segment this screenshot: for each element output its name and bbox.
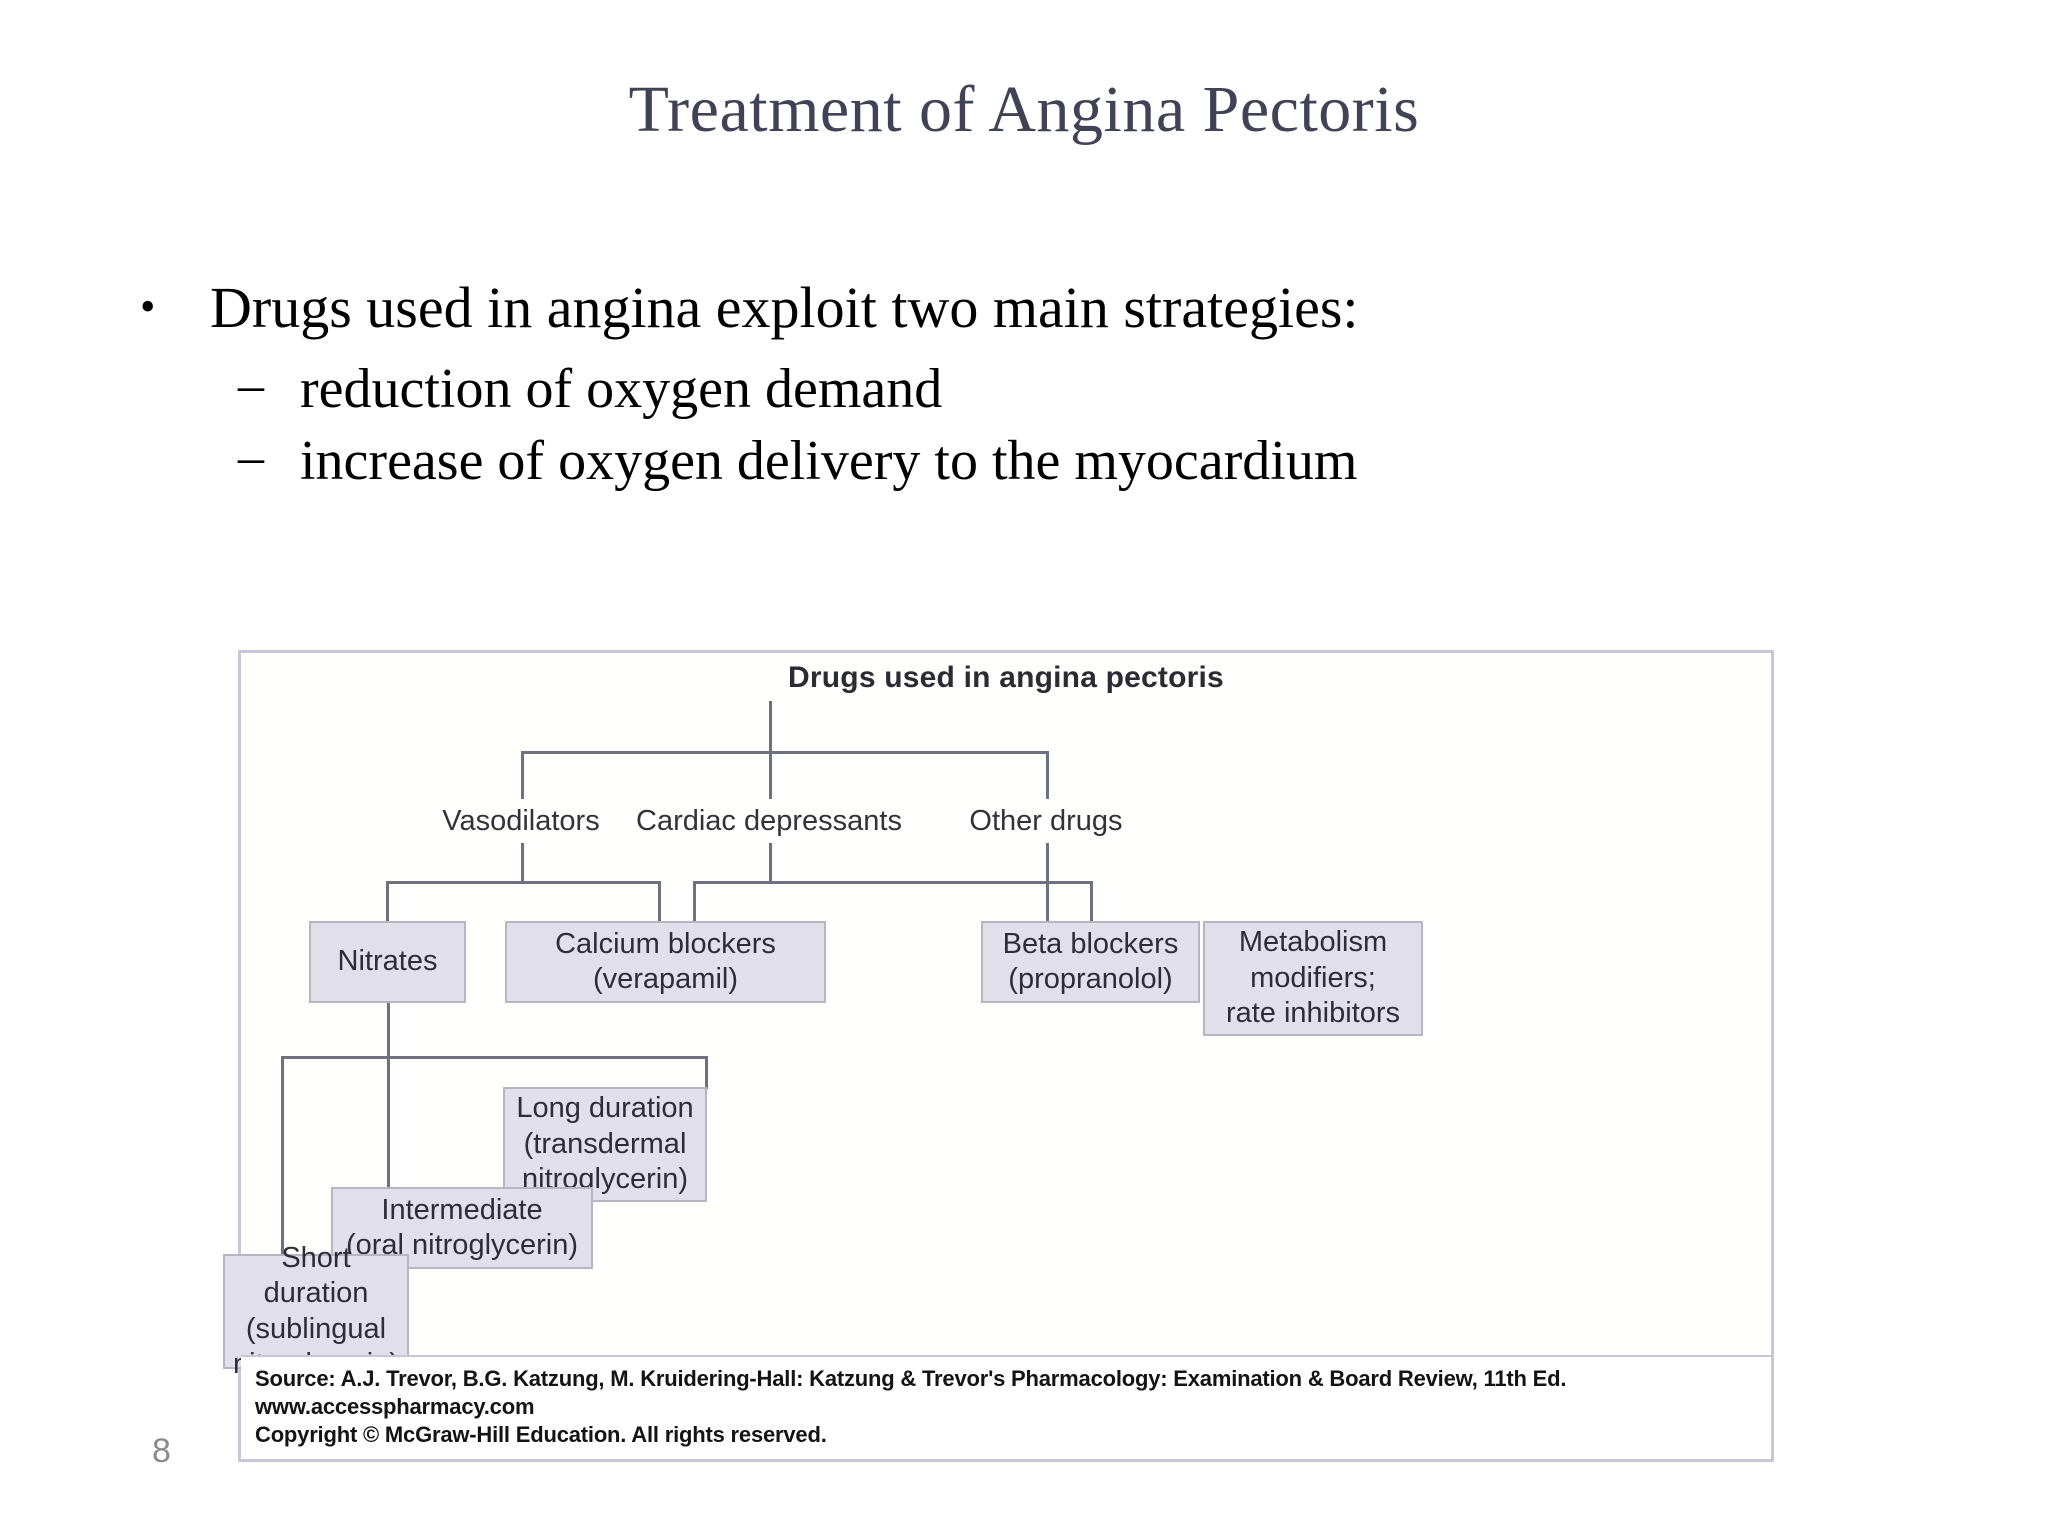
connector-to-long-duration [705,1056,708,1089]
bullet-list: • Drugs used in angina exploit two main … [120,275,1920,504]
tier2-label-cardiac-depressants: Cardiac depressants [636,805,902,837]
figure-source-credit: Source: A.J. Trevor, B.G. Katzung, M. Kr… [241,1354,1771,1459]
source-line-1: Source: A.J. Trevor, B.G. Katzung, M. Kr… [255,1365,1567,1391]
figure-heading: Drugs used in angina pectoris [788,661,1224,694]
connector-cardiac-stem [769,843,772,883]
node-box-metabolism-modifiers: Metabolism modifiers; rate inhibitors [1203,921,1423,1036]
bullet-item-1-text: Drugs used in angina exploit two main st… [210,275,1359,340]
connector-root-bus [521,751,1049,754]
bullet-item-2: – reduction of oxygen demand [120,356,1920,420]
node-box-long-duration: Long duration (transdermal nitroglycerin… [503,1087,707,1202]
connector-to-calcium-blockers [658,881,661,921]
bullet-item-3: – increase of oxygen delivery to the myo… [120,429,1920,493]
connector-to-nitrates [386,881,389,921]
connector-to-intermediate [387,1056,390,1189]
node-box-metabolism-modifiers-label: Metabolism modifiers; rate inhibitors [1225,926,1401,1030]
node-box-long-duration-label: Long duration (transdermal nitroglycerin… [516,1092,694,1196]
connector-to-other-drugs [1046,751,1049,799]
bullet-item-1: • Drugs used in angina exploit two main … [120,275,1920,340]
node-box-beta-blockers: Beta blockers (propranolol) [981,921,1200,1003]
node-box-nitrates-label: Nitrates [337,945,438,978]
connector-root-stem [769,701,772,753]
node-box-short-duration: Short duration (sublingual nitroglycerin… [223,1242,409,1380]
connector-to-beta-blockers [1090,881,1093,921]
connector-to-calcium-blockers-right [693,881,696,921]
dash-marker-icon: – [238,356,264,414]
connector-vasodilators-bus [386,881,661,884]
connector-vasodilators-stem [521,843,524,883]
connector-to-vasodilators [521,751,524,799]
bullet-item-3-text: increase of oxygen delivery to the myoca… [300,430,1358,493]
tier2-label-vasodilators: Vasodilators [442,805,600,837]
connector-nitrates-bus [281,1056,708,1059]
source-line-2: www.accesspharmacy.com [255,1393,535,1419]
node-box-calcium-blockers: Calcium blockers (verapamil) [505,921,826,1003]
connector-nitrates-stem [387,1003,390,1058]
source-line-3: Copyright © McGraw-Hill Education. All r… [255,1421,827,1447]
page-title: Treatment of Angina Pectoris [628,73,1420,146]
tier2-label-other-drugs: Other drugs [969,805,1123,837]
bullet-marker-icon: • [140,282,156,331]
node-box-calcium-blockers-label: Calcium blockers (verapamil) [555,927,776,995]
connector-other-drugs-stem [1046,843,1049,921]
connector-to-short-duration [281,1056,284,1256]
dash-marker-icon: – [238,429,264,487]
bullet-item-2-text: reduction of oxygen demand [300,357,943,420]
slide-page-number: 8 [152,1432,171,1470]
connector-to-cardiac-depressants [769,751,772,799]
node-box-nitrates: Nitrates [309,921,466,1003]
connector-cardiac-bus [693,881,1093,884]
node-box-beta-blockers-label: Beta blockers (propranolol) [1002,927,1179,995]
figure-drugs-used-in-angina-pectoris: Drugs used in angina pectoris Vasodilato… [223,650,1774,1462]
